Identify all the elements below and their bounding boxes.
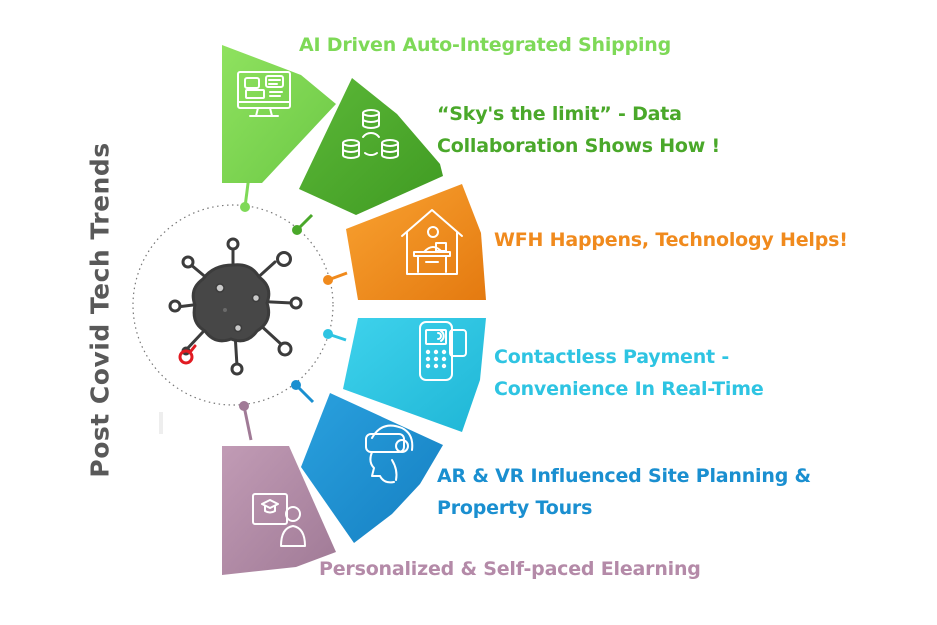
trend-label-line: WFH Happens, Technology Helps! (494, 229, 848, 251)
vr-headset-icon (365, 424, 414, 484)
segment-elearning (222, 446, 336, 575)
computer-chat-icon (237, 71, 291, 117)
trend-label-line: “Sky's the limit” - Data (437, 103, 682, 125)
database-sync-icon (342, 109, 399, 159)
contactless-pos-icon (419, 321, 467, 381)
page-title: Post Covid Tech Trends (85, 142, 115, 478)
trend-label-line: AI Driven Auto-Integrated Shipping (299, 34, 672, 56)
home-office-icon (401, 209, 463, 275)
virus-icon (168, 237, 303, 376)
trend-label-line: Contactless Payment - (494, 346, 730, 368)
segment-ar-vr (301, 393, 443, 543)
trend-label-wfh: WFH Happens, Technology Helps! (494, 224, 848, 256)
faint-mark (159, 412, 163, 434)
trend-label-ai-shipping: AI Driven Auto-Integrated Shipping (299, 29, 671, 61)
trend-label-line: Property Tours (437, 497, 593, 519)
segment-ai-shipping (222, 45, 336, 183)
connectors (239, 159, 348, 441)
segment-data-collaboration (299, 78, 443, 215)
segment-wfh (346, 184, 486, 300)
trend-label-contactless-payment: Contactless Payment - Convenience In Rea… (494, 341, 764, 405)
trend-label-data-collaboration: “Sky's the limit” - Data Collaboration S… (437, 98, 720, 162)
trend-label-line: Convenience In Real-Time (494, 378, 764, 400)
trend-label-elearning: Personalized & Self-paced Elearning (319, 553, 701, 585)
trend-label-line: AR & VR Influenced Site Planning & (437, 465, 811, 487)
trend-label-ar-vr: AR & VR Influenced Site Planning & Prope… (437, 460, 811, 524)
trend-label-line: Collaboration Shows How ! (437, 135, 721, 157)
brand-logo-icon (178, 344, 197, 365)
dotted-ring (132, 204, 334, 406)
elearning-icon (252, 493, 306, 547)
trend-label-line: Personalized & Self-paced Elearning (319, 558, 701, 580)
